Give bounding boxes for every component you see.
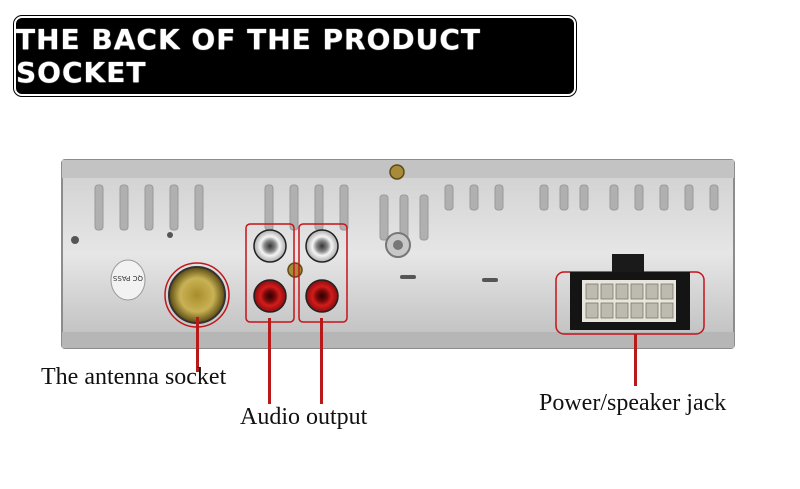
rca-jacks	[245, 223, 348, 323]
title-banner: THE BACK OF THE PRODUCT SOCKET	[13, 15, 577, 97]
antenna-callout-line	[196, 317, 199, 372]
qc-pass-stamp: QC PASS	[112, 274, 143, 282]
product-rear-panel-photo: QC PASS	[61, 159, 735, 349]
antenna-socket-label: The antenna socket	[41, 364, 227, 390]
mounting-slots	[400, 275, 498, 282]
power-speaker-jack-label: Power/speaker jack	[539, 390, 727, 416]
power-speaker-connector	[555, 254, 705, 335]
ground-post	[385, 232, 411, 258]
audio-output-label: Audio output	[240, 404, 368, 430]
banner-title: THE BACK OF THE PRODUCT SOCKET	[16, 23, 482, 89]
vent-slots	[94, 184, 719, 241]
power-callout-line	[634, 334, 637, 386]
audio-left-callout-line	[268, 318, 271, 404]
qc-pass-sticker: QC PASS	[110, 259, 146, 301]
audio-right-callout-line	[320, 318, 323, 404]
